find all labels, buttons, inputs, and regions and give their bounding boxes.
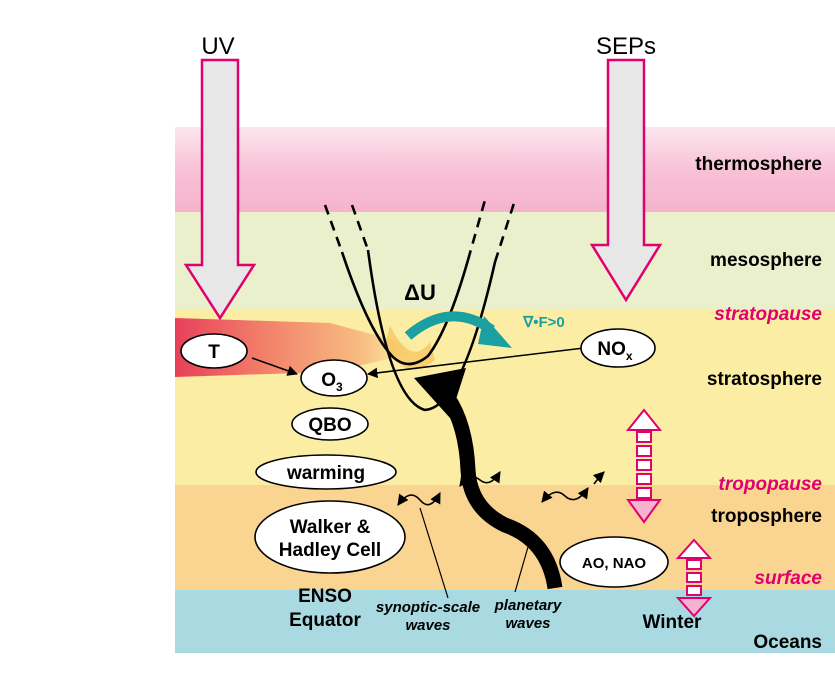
warming-node [255, 454, 397, 490]
equator-label: Equator [289, 610, 361, 631]
seps-arrow [589, 58, 663, 303]
synoptic-label-line1: synoptic-scale [376, 599, 480, 616]
ozone-text: O3 [321, 370, 343, 394]
planetary-label-line1: planetary [494, 597, 562, 614]
t-to-o3-arrow [251, 357, 298, 376]
planetary-label-line2: waves [505, 615, 550, 632]
qbo-node [291, 407, 369, 441]
flux-arrowhead [478, 316, 512, 348]
nox-node [580, 328, 656, 368]
surface-label: surface [754, 568, 822, 589]
temperature-node [180, 333, 248, 369]
ao-nao-text: AO, NAO [582, 555, 647, 572]
wave-double-arrows [397, 471, 605, 506]
nox-subscript: x [626, 349, 633, 363]
thermosphere-label: thermosphere [695, 154, 822, 175]
oceans-label: Oceans [753, 632, 822, 653]
enso-label: ENSO [298, 586, 352, 607]
troposphere-label: troposphere [711, 506, 822, 527]
mesosphere-label: mesosphere [710, 250, 822, 271]
stratosphere-label: stratosphere [707, 369, 822, 390]
flux-divergence-label: ∇•F>0 [522, 314, 565, 331]
trop-surface-coupling-arrow [675, 538, 713, 618]
qbo-text: QBO [308, 415, 351, 436]
planetary-wave-arrow [441, 393, 563, 590]
ozone-node [300, 359, 368, 397]
delta-u-label: ΔU [404, 280, 436, 305]
synoptic-pointer [419, 507, 449, 599]
winter-label: Winter [643, 612, 703, 633]
warming-text: warming [286, 463, 365, 484]
walker-hadley-node [254, 500, 406, 574]
ozone-base: O [321, 370, 336, 391]
tropopause-label: tropopause [719, 474, 823, 495]
ao-nao-node [559, 536, 669, 588]
nox-text: NOx [597, 339, 633, 363]
nox-base: NO [597, 339, 626, 360]
temperature-text: T [208, 342, 220, 363]
ozone-subscript: 3 [336, 380, 343, 394]
planetary-wave-arrowhead [414, 368, 466, 418]
planetary-pointer [514, 539, 531, 593]
thermosphere-band [175, 127, 835, 212]
stratopause-label: stratopause [714, 304, 822, 325]
oceans-band [175, 590, 835, 653]
walker-text-line1: Walker & [290, 517, 371, 538]
uv-arrow [183, 58, 257, 321]
uv-label: UV [201, 33, 234, 60]
nox-to-o3-arrow [366, 347, 585, 379]
synoptic-label-line2: waves [405, 617, 450, 634]
strat-trop-coupling-arrow [625, 408, 663, 524]
seps-label: SEPs [596, 33, 656, 60]
walker-text-line2: Hadley Cell [279, 540, 381, 561]
